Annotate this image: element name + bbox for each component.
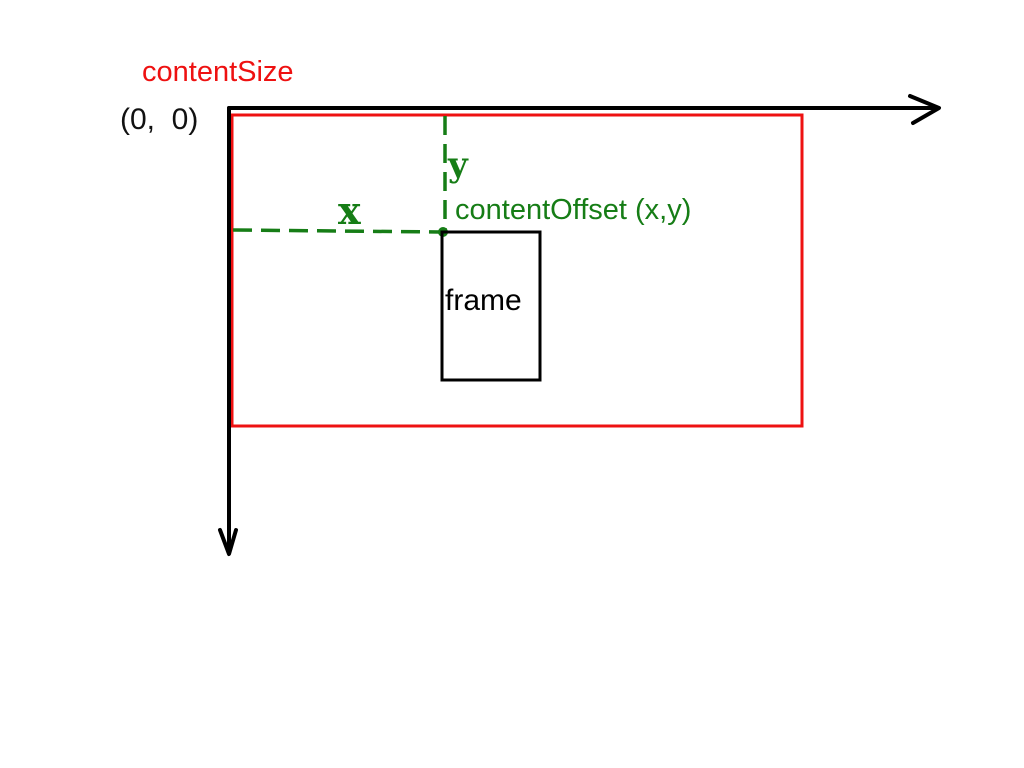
frame-rect: [440, 230, 542, 382]
content-size-label: contentSize: [142, 56, 294, 88]
y-label: y: [447, 145, 469, 185]
x-axis: [227, 94, 941, 125]
content-size-rect: [230, 113, 804, 428]
x-label: x: [338, 188, 361, 233]
origin-label: (0, 0): [120, 103, 198, 136]
y-axis-arrow-icon: [218, 528, 238, 556]
x-axis-arrow-icon: [908, 94, 941, 125]
x-offset-dashed-line: [232, 228, 441, 234]
frame-label: frame: [445, 284, 522, 317]
content-offset-label: contentOffset (x,y): [455, 194, 691, 226]
y-axis: [218, 106, 238, 556]
